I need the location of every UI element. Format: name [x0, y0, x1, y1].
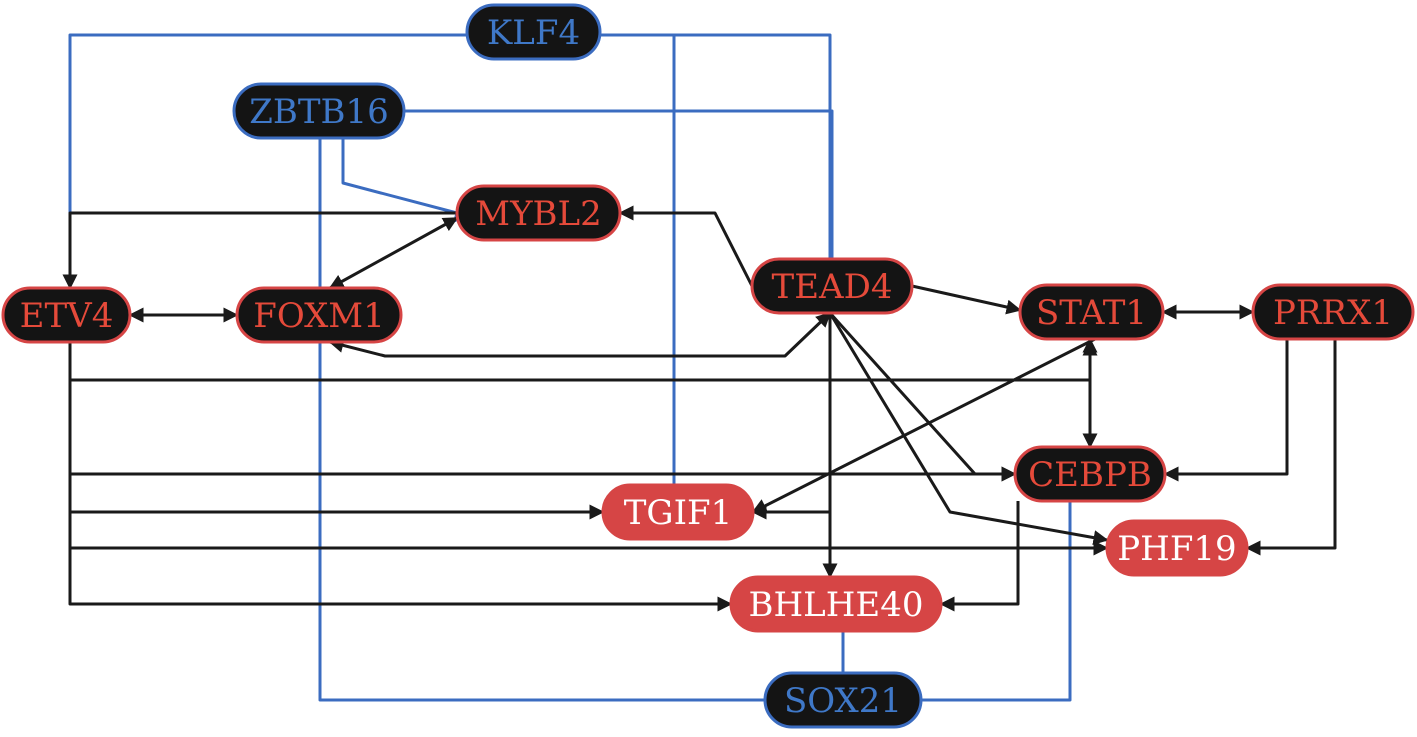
edge-prrx1-phf19: [1245, 339, 1337, 556]
node-cebpb[interactable]: CEBPB: [1013, 445, 1167, 503]
node-tgif1[interactable]: TGIF1: [601, 483, 755, 541]
edges-layer: [61, 33, 1337, 702]
node-prrx1-label: PRRX1: [1273, 293, 1393, 333]
edge-etv4-stat1: [68, 340, 1098, 382]
edge-tead4-mybl2: [618, 205, 754, 287]
node-zbtb16[interactable]: ZBTB16: [232, 82, 406, 140]
edge-etv4-cebpb: [68, 380, 1017, 482]
node-mybl2-label: MYBL2: [475, 194, 601, 234]
node-etv4[interactable]: ETV4: [1, 286, 132, 344]
edge-tead4-cebpb: [828, 311, 1017, 482]
node-sox21[interactable]: SOX21: [763, 671, 923, 729]
edge-tead4-phf19: [828, 312, 1109, 546]
node-cebpb-shape: [1013, 445, 1167, 503]
node-klf4-label: KLF4: [487, 13, 580, 53]
edge-etv4-phf19: [68, 512, 1109, 556]
node-sox21-label: SOX21: [784, 681, 902, 721]
node-mybl2[interactable]: MYBL2: [455, 184, 622, 242]
node-zbtb16-label: ZBTB16: [249, 92, 389, 132]
node-prrx1-shape: [1251, 283, 1415, 341]
node-phf19-shape: [1105, 519, 1249, 577]
edge-prrx1-cebpb: [1163, 339, 1289, 482]
node-bhlhe40-label: BHLHE40: [749, 585, 924, 625]
node-bhlhe40[interactable]: BHLHE40: [729, 575, 943, 633]
edge-sox21-cebpb: [921, 501, 1072, 702]
node-tead4-label: TEAD4: [772, 267, 893, 307]
edge-tead4-tgif1: [751, 313, 832, 520]
node-foxm1[interactable]: FOXM1: [235, 286, 403, 344]
edge-cebpb-bhlhe40: [939, 501, 1020, 612]
node-mybl2-shape: [455, 184, 622, 242]
edge-klf4-etv4: [68, 33, 467, 288]
node-zbtb16-shape: [232, 82, 406, 140]
edge-etv4-bhlhe40: [68, 548, 733, 612]
node-klf4-shape: [465, 3, 602, 61]
edge-tead4-stat1: [911, 284, 1022, 315]
edge-etv4-tgif1: [68, 474, 605, 520]
node-phf19[interactable]: PHF19: [1105, 519, 1249, 577]
node-foxm1-label: FOXM1: [253, 296, 385, 336]
node-tgif1-label: TGIF1: [624, 493, 733, 533]
node-tead4-shape: [750, 257, 914, 315]
edge-mybl2-etv4: [62, 211, 457, 290]
edge-klf4-tead4: [600, 33, 832, 259]
node-cebpb-label: CEBPB: [1028, 455, 1152, 495]
node-etv4-shape: [1, 286, 132, 344]
node-prrx1[interactable]: PRRX1: [1251, 283, 1415, 341]
node-foxm1-shape: [235, 286, 403, 344]
edge-foxm1-mybl2: [328, 216, 459, 290]
node-tgif1-shape: [601, 483, 755, 541]
node-sox21-shape: [763, 671, 923, 729]
node-stat1-label: STAT1: [1036, 293, 1147, 333]
edge-zbtb16-tead4: [404, 109, 834, 259]
node-bhlhe40-shape: [729, 575, 943, 633]
edge-zbtb16-mybl2: [341, 138, 458, 215]
node-etv4-label: ETV4: [20, 296, 114, 336]
edge-tead4-foxm1: [328, 311, 832, 358]
node-tead4[interactable]: TEAD4: [750, 257, 914, 315]
node-stat1-shape: [1018, 283, 1165, 341]
node-klf4[interactable]: KLF4: [465, 3, 602, 61]
node-stat1[interactable]: STAT1: [1018, 283, 1165, 341]
node-phf19-label: PHF19: [1117, 529, 1236, 569]
edge-klf4-tgif1: [600, 33, 676, 485]
edge-sox21-foxm1: [318, 342, 765, 702]
edge-stat1-tgif1: [751, 337, 1096, 514]
